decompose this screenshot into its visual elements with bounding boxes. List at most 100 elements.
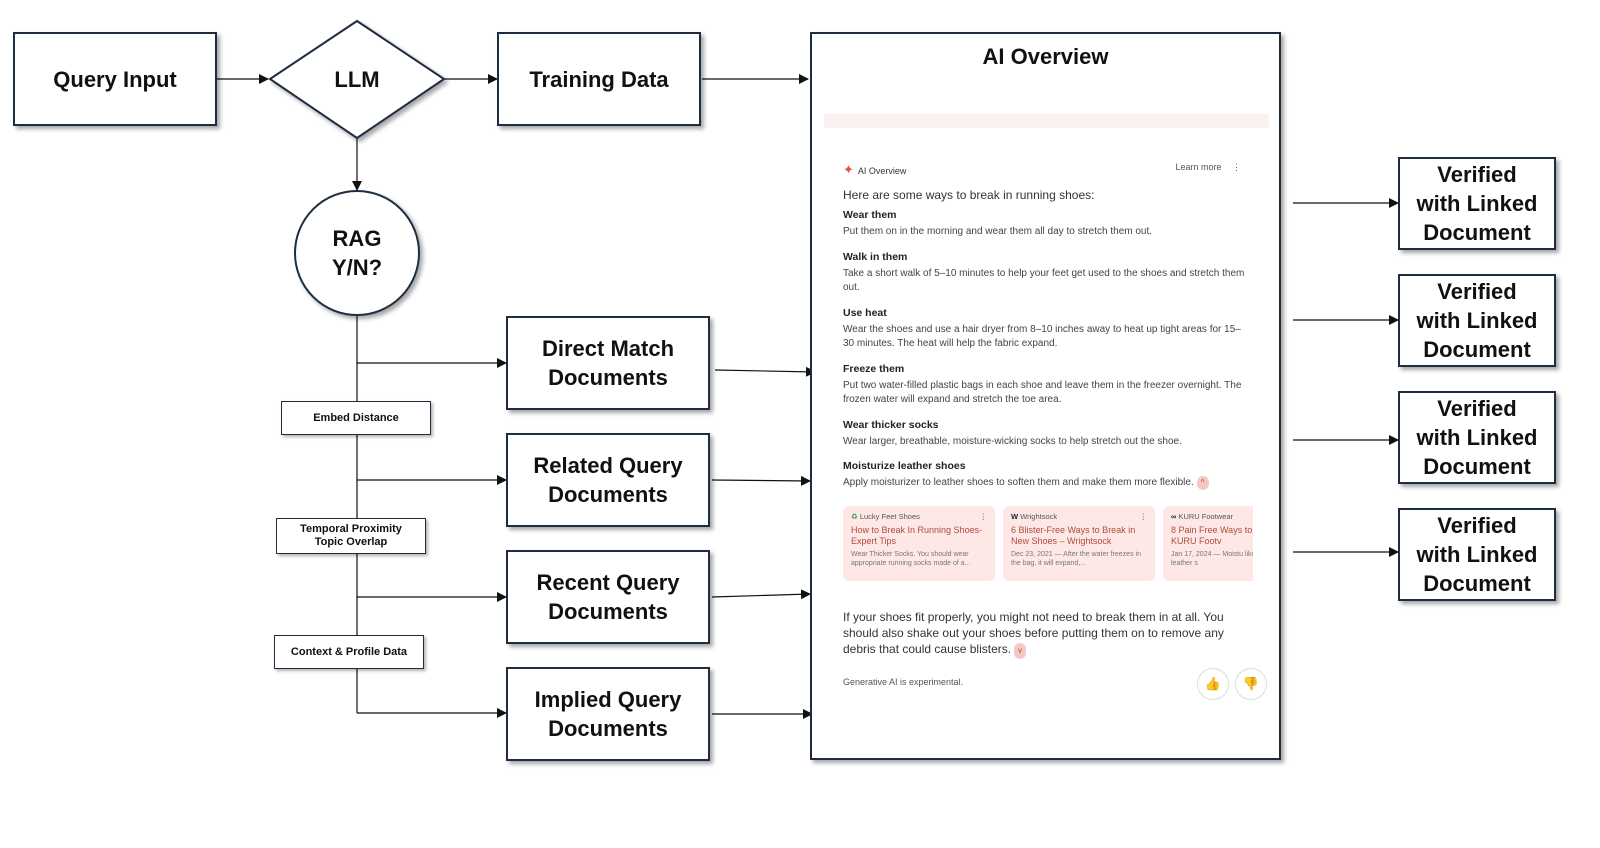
source-site: W Wrightsock ⋮ — [1011, 511, 1147, 522]
training-data-node: Training Data — [497, 32, 701, 126]
verified-node-3: Verified with Linked Document — [1398, 391, 1556, 484]
source-site: ♻ Lucky Feet Shoes ⋮ — [851, 511, 987, 522]
verified-line-1: Verified — [1437, 162, 1517, 187]
context-profile-text: Context & Profile Data — [290, 645, 408, 658]
source-title[interactable]: 8 Pain Free Ways to Shoes | KURU Footv — [1171, 525, 1253, 546]
implied-query-node: Implied Query Documents — [506, 667, 710, 761]
step-title: Use heat — [843, 307, 887, 319]
more-vert-icon[interactable]: ⋮ — [979, 512, 988, 521]
source-site-name: KURU Footwear — [1178, 512, 1234, 521]
overview-footer: If your shoes fit properly, you might no… — [843, 609, 1233, 659]
source-title[interactable]: 6 Blister-Free Ways to Break in New Shoe… — [1011, 525, 1136, 546]
source-site-name: Lucky Feet Shoes — [859, 512, 920, 521]
more-vert-icon[interactable]: ⋮ — [1232, 162, 1241, 172]
verified-node-1: Verified with Linked Document — [1398, 157, 1556, 250]
source-card[interactable]: ∞ KURU Footwear 8 Pain Free Ways to Shoe… — [1163, 506, 1253, 581]
query-input-label: Query Input — [53, 66, 177, 92]
rag-circle — [294, 190, 420, 316]
implied-query-line-2: Documents — [548, 716, 668, 741]
step-text: Apply moisturizer to leather shoes to so… — [843, 476, 1248, 490]
ai-overview-card — [824, 114, 1269, 684]
implied-query-line-1: Implied Query — [534, 687, 682, 712]
source-card[interactable]: W Wrightsock ⋮ 6 Blister-Free Ways to Bre… — [1003, 506, 1155, 581]
site-favicon-icon: W — [1011, 512, 1019, 521]
verified-line-1: Verified — [1437, 279, 1517, 304]
step-text-content: Apply moisturizer to leather shoes to so… — [843, 477, 1194, 488]
llm-label: LLM — [334, 66, 380, 92]
overview-intro: Here are some ways to break in running s… — [843, 188, 1095, 202]
source-snippet: Dec 23, 2021 — After the water freezes i… — [1011, 551, 1141, 567]
source-site: ∞ KURU Footwear — [1171, 511, 1253, 522]
thumbs-down-icon[interactable]: 👎 — [1235, 668, 1267, 700]
recent-query-node: Recent Query Documents — [506, 550, 710, 644]
recent-query-line-1: Recent Query — [536, 570, 680, 595]
embed-distance-label: Embed Distance — [281, 401, 431, 435]
rag-line-2: Y/N? — [331, 255, 383, 280]
source-snippet: Jan 17, 2024 — Moistu like your skin, le… — [1171, 551, 1253, 567]
verified-line-2: with Linked — [1416, 191, 1538, 216]
sparkle-icon: ✦ — [843, 162, 854, 177]
direct-match-line-1: Direct Match — [541, 336, 675, 361]
recent-query-line-2: Documents — [548, 599, 668, 624]
arrow-direct-to-panel — [714, 366, 816, 377]
related-query-node: Related Query Documents — [506, 433, 710, 527]
verified-line-3: Document — [1423, 337, 1531, 362]
step-title: Wear thicker socks — [843, 419, 939, 431]
verified-line-1: Verified — [1437, 396, 1517, 421]
training-data-label: Training Data — [529, 66, 669, 92]
verified-line-2: with Linked — [1416, 542, 1538, 567]
arrow-related-to-panel — [711, 475, 811, 486]
direct-match-node: Direct Match Documents — [506, 316, 710, 410]
site-favicon-icon: ♻ — [851, 512, 858, 521]
step-title: Wear them — [843, 209, 897, 221]
verified-line-2: with Linked — [1416, 425, 1538, 450]
verified-line-2: with Linked — [1416, 308, 1538, 333]
step-title: Freeze them — [843, 363, 905, 375]
rag-line-1: RAG — [332, 226, 382, 251]
chevron-up-icon[interactable]: ^ — [1196, 476, 1209, 490]
more-vert-icon[interactable]: ⋮ — [1139, 512, 1148, 521]
llm-diamond — [268, 19, 446, 140]
experimental-note: Generative AI is experimental. — [843, 677, 964, 687]
context-profile-label: Context & Profile Data — [274, 635, 424, 669]
related-query-line-1: Related Query — [533, 453, 683, 478]
rag-label: RAG Y/N? — [297, 223, 417, 283]
ai-overview-panel: AI Overview ✦AI Overview Learn more ⋮ He… — [810, 32, 1281, 760]
step-title: Walk in them — [843, 251, 908, 263]
source-title[interactable]: How to Break In Running Shoes- Expert Ti… — [851, 525, 983, 546]
learn-more-label[interactable]: Learn more — [1175, 162, 1222, 172]
query-input-node: Query Input — [13, 32, 217, 126]
overview-footer-text: If your shoes fit properly, you might no… — [843, 610, 1224, 656]
overview-header-label: AI Overview — [857, 166, 907, 176]
temporal-topic-label: Temporal Proximity Topic Overlap — [276, 518, 426, 554]
step-text: Put two water-filled plastic bags in eac… — [843, 380, 1242, 405]
verified-node-4: Verified with Linked Document — [1398, 508, 1556, 601]
embed-distance-text: Embed Distance — [313, 411, 399, 424]
chevron-down-icon[interactable]: v — [1014, 643, 1027, 659]
site-favicon-icon: ∞ — [1171, 512, 1177, 521]
verified-line-3: Document — [1423, 220, 1531, 245]
panel-title: AI Overview — [982, 44, 1109, 69]
learn-more-link[interactable]: Learn more ⋮ — [1175, 162, 1241, 173]
related-query-line-2: Documents — [548, 482, 668, 507]
verified-node-2: Verified with Linked Document — [1398, 274, 1556, 367]
step-text: Wear larger, breathable, moisture-wickin… — [843, 436, 1182, 447]
source-site-name: Wrightsock — [1020, 512, 1058, 521]
verified-line-3: Document — [1423, 454, 1531, 479]
temporal-line-2: Topic Overlap — [314, 536, 388, 548]
verified-line-1: Verified — [1437, 513, 1517, 538]
thumbs-up-icon[interactable]: 👍 — [1197, 668, 1229, 700]
source-cards: ♻ Lucky Feet Shoes ⋮ How to Break In Runn… — [843, 506, 1253, 583]
source-card[interactable]: ♻ Lucky Feet Shoes ⋮ How to Break In Runn… — [843, 506, 995, 581]
direct-match-line-2: Documents — [548, 365, 668, 390]
step-title: Moisturize leather shoes — [843, 460, 966, 472]
step-text: Wear the shoes and use a hair dryer from… — [843, 324, 1241, 349]
verified-line-3: Document — [1423, 571, 1531, 596]
source-snippet: Wear Thicker Socks. You should wear appr… — [851, 551, 971, 567]
temporal-line-1: Temporal Proximity — [300, 523, 402, 535]
step-text: Take a short walk of 5–10 minutes to hel… — [843, 268, 1245, 293]
arrow-recent-to-panel — [711, 589, 811, 600]
overview-header: ✦AI Overview — [843, 162, 906, 178]
step-text: Put them on in the morning and wear them… — [843, 226, 1153, 237]
